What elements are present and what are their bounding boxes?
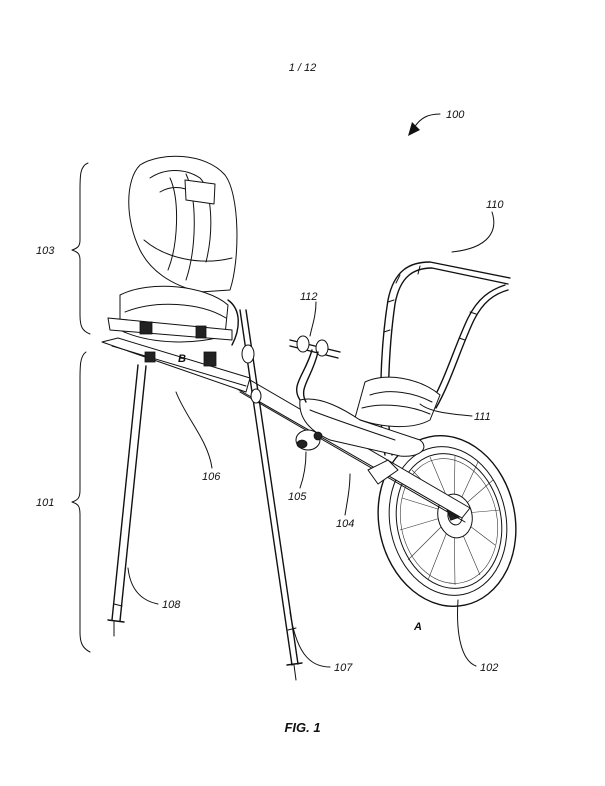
ref-105: 105 — [288, 491, 307, 503]
leader-lines — [71, 113, 495, 668]
ref-110: 110 — [486, 199, 504, 211]
rear-frame — [101, 299, 251, 393]
seat-base — [295, 398, 425, 457]
figure-caption: FIG. 1 — [284, 720, 321, 735]
ref-106: 106 — [202, 471, 221, 483]
ref-101: 101 — [36, 497, 54, 509]
ref-112: 112 — [300, 291, 318, 303]
pole-107 — [239, 309, 303, 681]
handlebar — [289, 335, 341, 403]
ref-100: 100 — [446, 109, 465, 121]
ref-111: 111 — [474, 411, 491, 423]
point-a-label: A — [413, 621, 422, 633]
seat-frame — [354, 261, 511, 456]
ref-107: 107 — [334, 662, 353, 674]
point-b-label: B — [178, 353, 186, 365]
pole-108 — [107, 364, 147, 637]
backrest — [107, 155, 238, 343]
ref-104: 104 — [336, 518, 354, 530]
ref-108: 108 — [162, 599, 181, 611]
ref-102: 102 — [480, 662, 498, 674]
sheet-number: 1 / 12 — [288, 62, 317, 74]
ref-103: 103 — [36, 245, 55, 257]
